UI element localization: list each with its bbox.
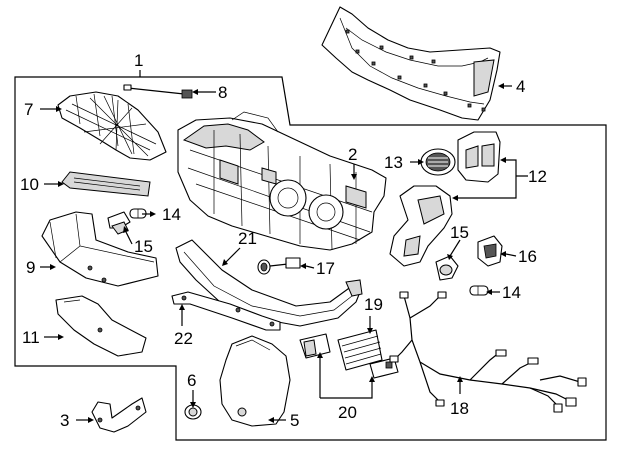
part-6-clip [184,404,202,420]
callout-3: 3 [60,411,69,430]
callout-16: 16 [518,247,537,266]
part-7-armrest-grille [57,91,167,161]
callout-22: 22 [174,329,193,348]
part-17-grommet [257,257,301,275]
callout-10: 10 [20,175,39,194]
part-16-switch [477,235,503,267]
callout-14a: 14 [162,205,181,224]
group-boundary [14,76,607,441]
callout-6: 6 [187,371,196,390]
callout-11: 11 [22,328,40,347]
callout-17: 17 [316,259,335,278]
callout-2: 2 [348,145,357,164]
part-8-cable [123,84,193,99]
callout-5: 5 [290,411,299,430]
callout-18: 18 [450,399,469,418]
callout-19: 19 [364,295,383,314]
callout-1: 1 [134,51,143,70]
callout-4: 4 [516,77,525,96]
part-13-air-vent [420,148,456,176]
callout-labels: 1 2 3 4 5 6 7 8 9 10 11 12 13 14 14 15 1… [20,51,547,430]
callout-14b: 14 [502,283,521,302]
part-19-control-module [337,329,383,371]
callout-8: 8 [218,83,227,102]
part-11-bin-liner [55,295,147,357]
part-15-socket-right [435,255,459,281]
part-5-side-panel [219,335,291,427]
part-22-bracket [171,291,281,331]
part-20-module-left [299,333,331,359]
part-18-wiring-harness [389,291,587,413]
part-20-module-right [369,357,399,379]
callout-7: 7 [24,100,33,119]
leader-lines [40,70,528,423]
part-14-bulb-right [469,285,489,296]
callout-21: 21 [238,229,257,248]
callout-12: 12 [528,167,547,186]
part-3-mount-bracket [91,397,147,433]
callout-20: 20 [338,403,357,422]
callout-13: 13 [384,153,403,172]
callout-9: 9 [26,258,35,277]
callout-15a: 15 [134,237,153,256]
callout-15b: 15 [450,223,469,242]
part-21-air-duct [175,239,363,327]
part-9-storage-bin [41,211,159,287]
part-4-trim-panel [321,6,501,121]
part-2-console-housing [177,111,387,251]
part-12-rear-bezel [389,131,501,267]
part-10-tray-mat [61,171,151,197]
